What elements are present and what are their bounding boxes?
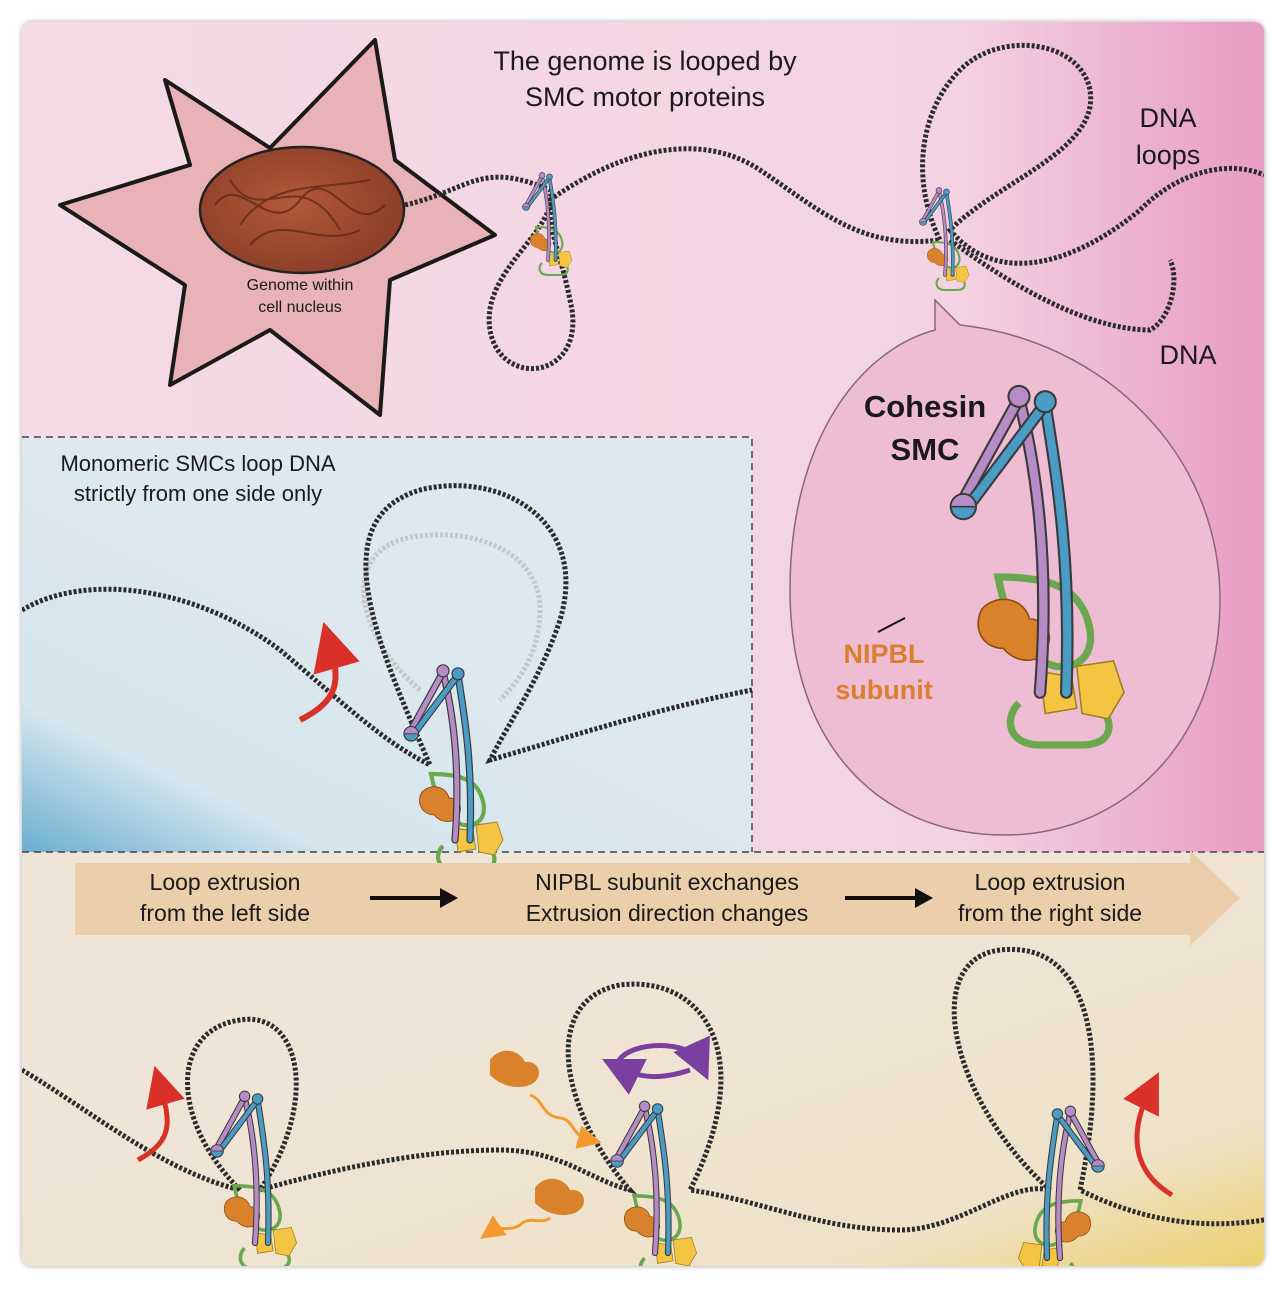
monomeric-line2: strictly from one side only	[74, 481, 322, 506]
step-2-line2: Extrusion direction changes	[526, 900, 809, 926]
nucleus-icon	[198, 145, 406, 275]
curved-arrow-icon	[136, 1065, 185, 1163]
dna-strand-top	[404, 42, 1264, 372]
step-3-line2: from the right side	[958, 900, 1142, 926]
step-2-line1: NIPBL subunit exchanges	[535, 869, 799, 895]
dna-label: DNA	[1159, 340, 1216, 370]
callout-title-line1: Cohesin	[864, 389, 986, 424]
subunit-label-line2: subunit	[835, 675, 932, 705]
wavy-arrow-icon	[480, 1215, 551, 1239]
cell-label-line2: cell nucleus	[258, 299, 342, 316]
dna-strand-middle	[22, 483, 753, 771]
blue-panel	[22, 437, 752, 852]
step-1-line2: from the left side	[140, 900, 310, 926]
steps-banner	[75, 850, 1240, 946]
cell-icon	[58, 38, 497, 417]
dna-strand-bottom	[22, 946, 1264, 1233]
dna-loops-label-line1: DNA	[1139, 103, 1196, 133]
rotation-arrow-icon	[602, 1059, 691, 1095]
title-line1: The genome is looped by	[493, 46, 797, 76]
step-3-line1: Loop extrusion	[975, 869, 1126, 895]
rotation-arrow-icon	[615, 1035, 710, 1081]
monomeric-line1: Monomeric SMCs loop DNA	[60, 451, 335, 476]
nipbl-free	[535, 1178, 585, 1215]
curved-arrow-icon	[298, 621, 360, 723]
cell-label-line1: Genome within	[247, 277, 354, 294]
dna-loops-label-line2: loops	[1136, 140, 1201, 170]
panel-divider	[22, 436, 753, 852]
wavy-arrow-icon	[529, 1093, 602, 1149]
callout-title-line2: SMC	[891, 432, 960, 467]
title-line2: SMC motor proteins	[525, 82, 765, 112]
pointer-arrow	[877, 617, 906, 633]
subunit-label-line1: NIPBL	[844, 639, 925, 669]
curved-arrow-icon	[1123, 1072, 1174, 1198]
dna-loop-faint	[361, 532, 543, 702]
step-1-line1: Loop extrusion	[150, 869, 301, 895]
nipbl-free	[490, 1050, 540, 1087]
